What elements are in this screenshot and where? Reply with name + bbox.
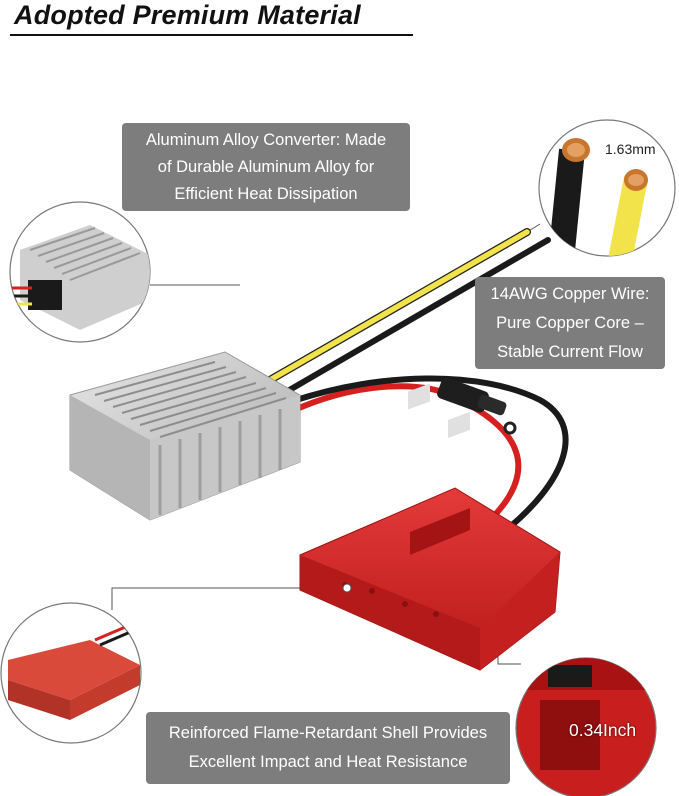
long-wires bbox=[266, 228, 551, 395]
wire-callout-line-3: Stable Current Flow bbox=[497, 342, 643, 361]
wire-callout: 14AWG Copper Wire: Pure Copper Core – St… bbox=[475, 277, 665, 369]
converter-callout-line-1: Aluminum Alloy Converter: Made bbox=[145, 130, 387, 149]
shell-callout-line-1: Reinforced Flame-Retardant Shell Provide… bbox=[168, 724, 488, 742]
zoom-thickness bbox=[515, 657, 657, 796]
title-underline bbox=[10, 34, 413, 36]
fuse-holder bbox=[437, 377, 517, 435]
converter-callout-line-3: Efficient Heat Dissipation bbox=[174, 184, 358, 203]
converter-callout-line-2: of Durable Aluminum Alloy for bbox=[157, 157, 375, 176]
wire-diameter-label: 1.63mm bbox=[605, 141, 656, 157]
page-title: Adopted Premium Material bbox=[14, 0, 361, 30]
shell-thickness-label: 0.34Inch bbox=[569, 720, 637, 740]
wire-callout-line-2: Pure Copper Core – bbox=[496, 313, 644, 332]
shell-callout-line-2: Excellent Impact and Heat Resistance bbox=[188, 753, 468, 771]
zoom-converter bbox=[9, 201, 151, 343]
battery-shell bbox=[299, 383, 561, 671]
wire-callout-line-1: 14AWG Copper Wire: bbox=[490, 284, 650, 303]
zoom-wire bbox=[538, 119, 676, 257]
zoom-shell bbox=[0, 602, 142, 744]
shell-callout: Reinforced Flame-Retardant Shell Provide… bbox=[146, 712, 510, 784]
shell-wires bbox=[287, 375, 569, 538]
converter-box bbox=[69, 351, 301, 521]
converter-callout: Aluminum Alloy Converter: Made of Durabl… bbox=[122, 123, 410, 211]
